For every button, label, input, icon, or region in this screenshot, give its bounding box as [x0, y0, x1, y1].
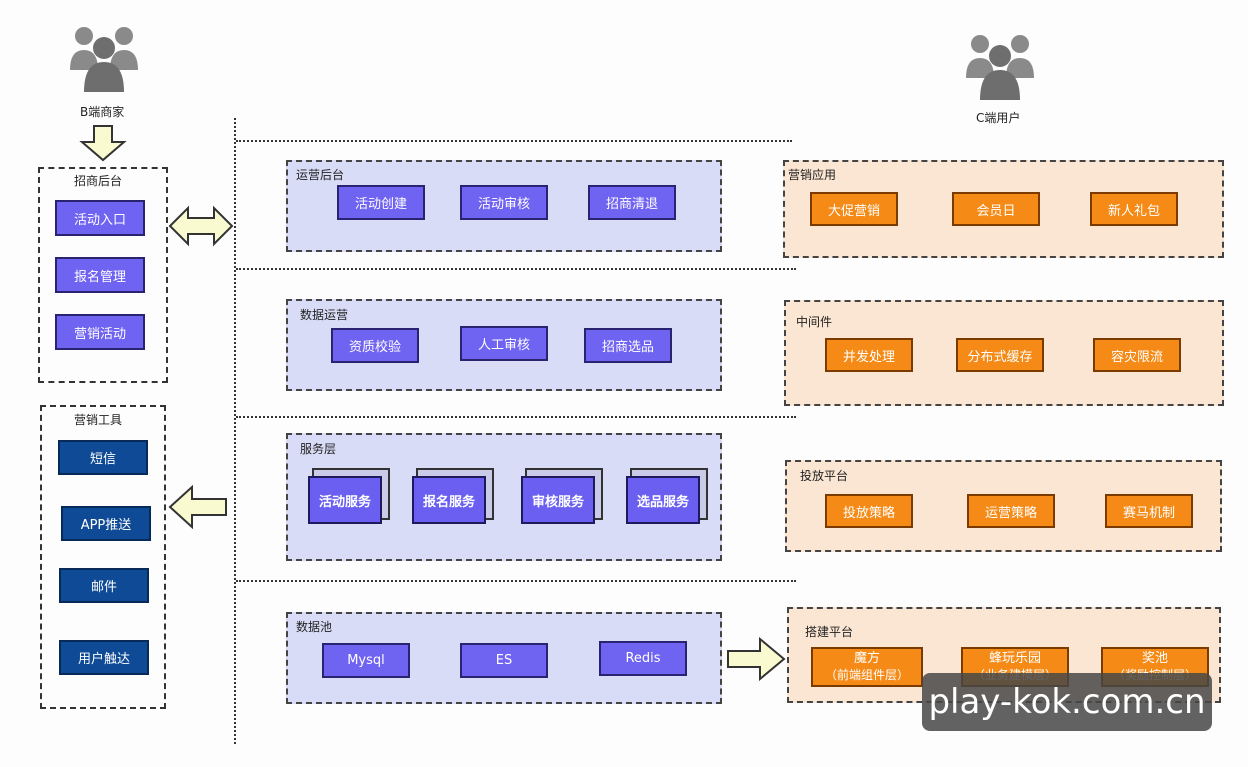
marketing-apps-title: 营销应用 [788, 168, 837, 182]
signup-service-block: 报名服务 [412, 476, 486, 524]
sms-button[interactable]: 短信 [58, 440, 148, 475]
right-arrow-icon [727, 636, 786, 682]
horse-race-button[interactable]: 赛马机制 [1105, 494, 1193, 528]
divider-top [236, 140, 792, 142]
email-button[interactable]: 邮件 [59, 568, 149, 603]
mofang-button[interactable]: 魔方 （前端组件层） [811, 647, 923, 687]
newcomer-gift-button[interactable]: 新人礼包 [1090, 192, 1178, 226]
delivery-platform-title: 投放平台 [800, 469, 849, 483]
mofang-sub: （前端组件层） [824, 668, 909, 682]
mofang-name: 魔方 [853, 651, 880, 666]
disaster-throttle-button[interactable]: 容灾限流 [1093, 338, 1181, 372]
user-reach-button[interactable]: 用户触达 [59, 640, 149, 675]
divider-1 [236, 268, 796, 270]
distributed-cache-button[interactable]: 分布式缓存 [956, 338, 1044, 372]
build-platform-title: 搭建平台 [805, 625, 854, 639]
es-button[interactable]: ES [460, 643, 548, 678]
data-ops-title: 数据运营 [300, 308, 349, 322]
ops-strategy-button[interactable]: 运营策略 [967, 494, 1055, 528]
product-selection-button[interactable]: 招商选品 [584, 328, 672, 363]
down-arrow-icon [79, 125, 127, 162]
redis-button[interactable]: Redis [599, 641, 687, 676]
merchant-exit-button[interactable]: 招商清退 [588, 185, 676, 220]
activity-create-button[interactable]: 活动创建 [337, 185, 425, 220]
data-pool-title: 数据池 [296, 620, 333, 634]
mysql-button[interactable]: Mysql [322, 643, 410, 678]
merchant-backend-panel [38, 167, 168, 383]
delivery-strategy-button[interactable]: 投放策略 [825, 494, 913, 528]
review-service-block: 审核服务 [521, 476, 595, 524]
b-merchant-label: B端商家 [80, 105, 125, 119]
qualification-check-button[interactable]: 资质校验 [331, 328, 419, 363]
middleware-title: 中间件 [796, 315, 833, 329]
ops-backend-title: 运营后台 [296, 168, 345, 182]
signup-management-button[interactable]: 报名管理 [55, 257, 145, 293]
member-day-button[interactable]: 会员日 [952, 192, 1040, 226]
c-user-people-icon [966, 35, 1034, 100]
divider-3 [236, 580, 796, 582]
activity-service-block: 活动服务 [308, 476, 382, 524]
fengwan-name: 蜂玩乐园 [988, 651, 1041, 666]
divider-2 [236, 416, 796, 418]
jiangchi-name: 奖池 [1141, 651, 1168, 666]
big-promotion-button[interactable]: 大促营销 [810, 192, 898, 226]
vertical-divider [234, 118, 236, 744]
app-push-button[interactable]: APP推送 [61, 506, 151, 541]
marketing-activity-button[interactable]: 营销活动 [55, 314, 145, 350]
service-layer-title: 服务层 [300, 442, 337, 456]
activity-review-button[interactable]: 活动审核 [460, 185, 548, 220]
merchant-backend-title: 招商后台 [74, 174, 123, 188]
selection-service-block: 选品服务 [626, 476, 700, 524]
marketing-tools-panel [40, 405, 166, 709]
marketing-tools-title: 营销工具 [74, 413, 123, 427]
b-merchant-people-icon [70, 27, 138, 92]
c-user-label: C端用户 [976, 111, 1021, 125]
watermark: play-kok.com.cn [922, 673, 1212, 731]
concurrency-button[interactable]: 并发处理 [825, 338, 913, 372]
manual-review-button[interactable]: 人工审核 [460, 326, 548, 361]
double-arrow-icon [168, 205, 234, 247]
left-arrow-icon [168, 485, 227, 529]
activity-entry-button[interactable]: 活动入口 [55, 200, 145, 236]
